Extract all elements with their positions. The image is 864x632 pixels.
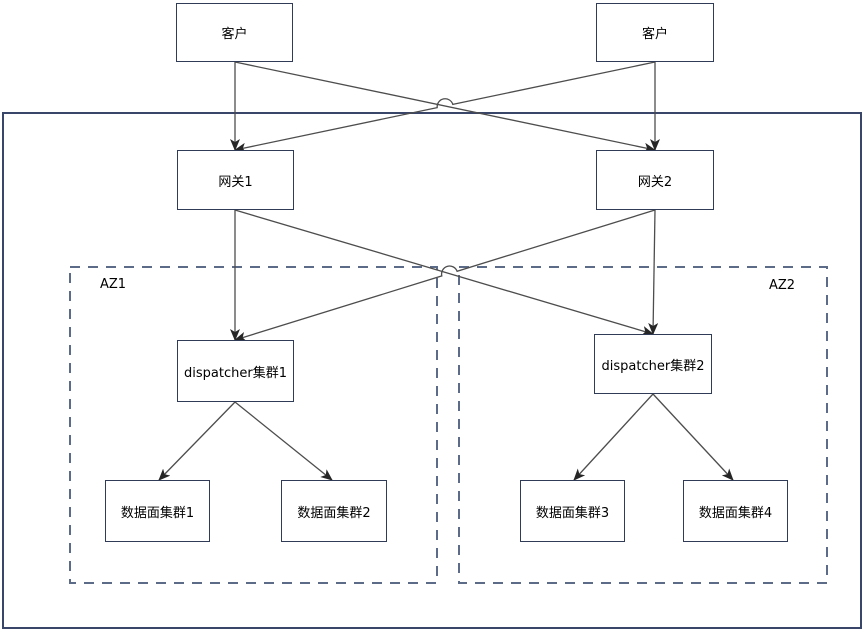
node-gateway-1-label: 网关1 [218, 174, 253, 190]
node-gateway-1: 网关1 [177, 150, 294, 210]
node-dataplane-cluster-1: 数据面集群1 [105, 480, 210, 542]
edge-dispatcher2-dataplane4 [652, 393, 734, 481]
edge-gateway2-dispatcher2 [648, 209, 659, 335]
edge-gateway2-dispatcher1 [234, 209, 656, 342]
node-dispatcher-cluster-2: dispatcher集群2 [594, 334, 712, 394]
edge-dispatcher1-dataplane2 [234, 401, 333, 481]
zone-label-az2: AZ2 [769, 278, 796, 293]
node-dataplane-cluster-2: 数据面集群2 [281, 480, 387, 542]
node-dispatcher-cluster-1: dispatcher集群1 [177, 340, 294, 402]
edge-dispatcher1-dataplane1 [158, 401, 236, 481]
node-dataplane-cluster-3-label: 数据面集群3 [535, 505, 610, 521]
zone-az2-box [458, 266, 828, 584]
node-client-2-label: 客户 [641, 27, 668, 42]
node-dataplane-cluster-3: 数据面集群3 [520, 480, 625, 542]
node-dataplane-cluster-4: 数据面集群4 [683, 480, 788, 542]
node-client-1-label: 客户 [221, 27, 248, 42]
node-dataplane-cluster-1-label: 数据面集群1 [120, 505, 195, 521]
node-dispatcher-cluster-1-label: dispatcher集群1 [184, 365, 287, 381]
node-dataplane-cluster-4-label: 数据面集群4 [698, 505, 773, 521]
edge-dispatcher2-dataplane3 [573, 393, 654, 481]
node-client-1: 客户 [176, 3, 293, 62]
node-gateway-2: 网关2 [596, 150, 714, 210]
zone-az1-box [69, 266, 438, 584]
network-boundary-box [2, 112, 862, 629]
edge-client1-gateway2 [234, 61, 656, 153]
zone-label-az1: AZ1 [100, 277, 127, 292]
node-gateway-2-label: 网关2 [637, 174, 673, 190]
node-dispatcher-cluster-2-label: dispatcher集群2 [601, 358, 705, 374]
node-dataplane-cluster-2-label: 数据面集群2 [297, 505, 371, 521]
edge-client2-gateway1 [234, 61, 656, 153]
edge-gateway1-dispatcher2 [234, 209, 654, 336]
node-client-2: 客户 [596, 3, 714, 62]
